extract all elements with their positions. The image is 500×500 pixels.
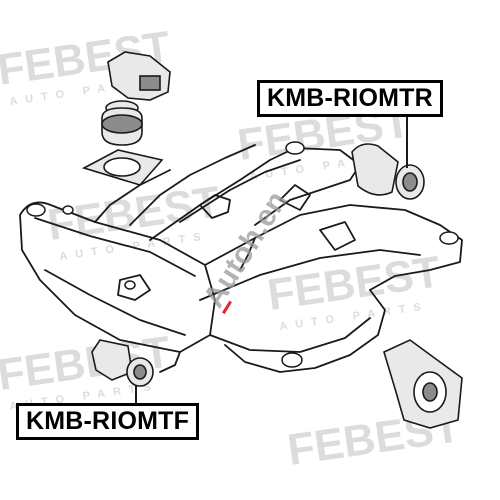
mount-bracket-dark <box>139 75 161 91</box>
bushing-icon <box>351 143 425 200</box>
mount-hole <box>26 203 46 217</box>
mount-hole <box>285 141 305 155</box>
bushing-icon <box>91 339 154 387</box>
mount-hole <box>62 205 74 215</box>
part-label-rear-bushing: KMB-RIOMTR <box>257 80 443 117</box>
mount-holes <box>26 141 459 368</box>
part-label-front-bushing: KMB-RIOMTF <box>16 403 200 440</box>
bushing-bracket <box>351 143 399 196</box>
bushing-core <box>402 172 418 192</box>
leader-lines <box>135 117 408 404</box>
mount-bushing-ring <box>101 114 143 134</box>
bushing-core <box>133 364 147 380</box>
engine-mount-icon <box>81 51 171 186</box>
mount-hole <box>281 352 303 368</box>
mount-hole <box>439 231 459 245</box>
site-watermark-accent <box>222 300 232 315</box>
engine-mount-icon <box>383 339 463 429</box>
mount-base-ring <box>103 157 141 177</box>
mount-hole <box>124 280 136 290</box>
mount-core-inner <box>422 382 438 402</box>
